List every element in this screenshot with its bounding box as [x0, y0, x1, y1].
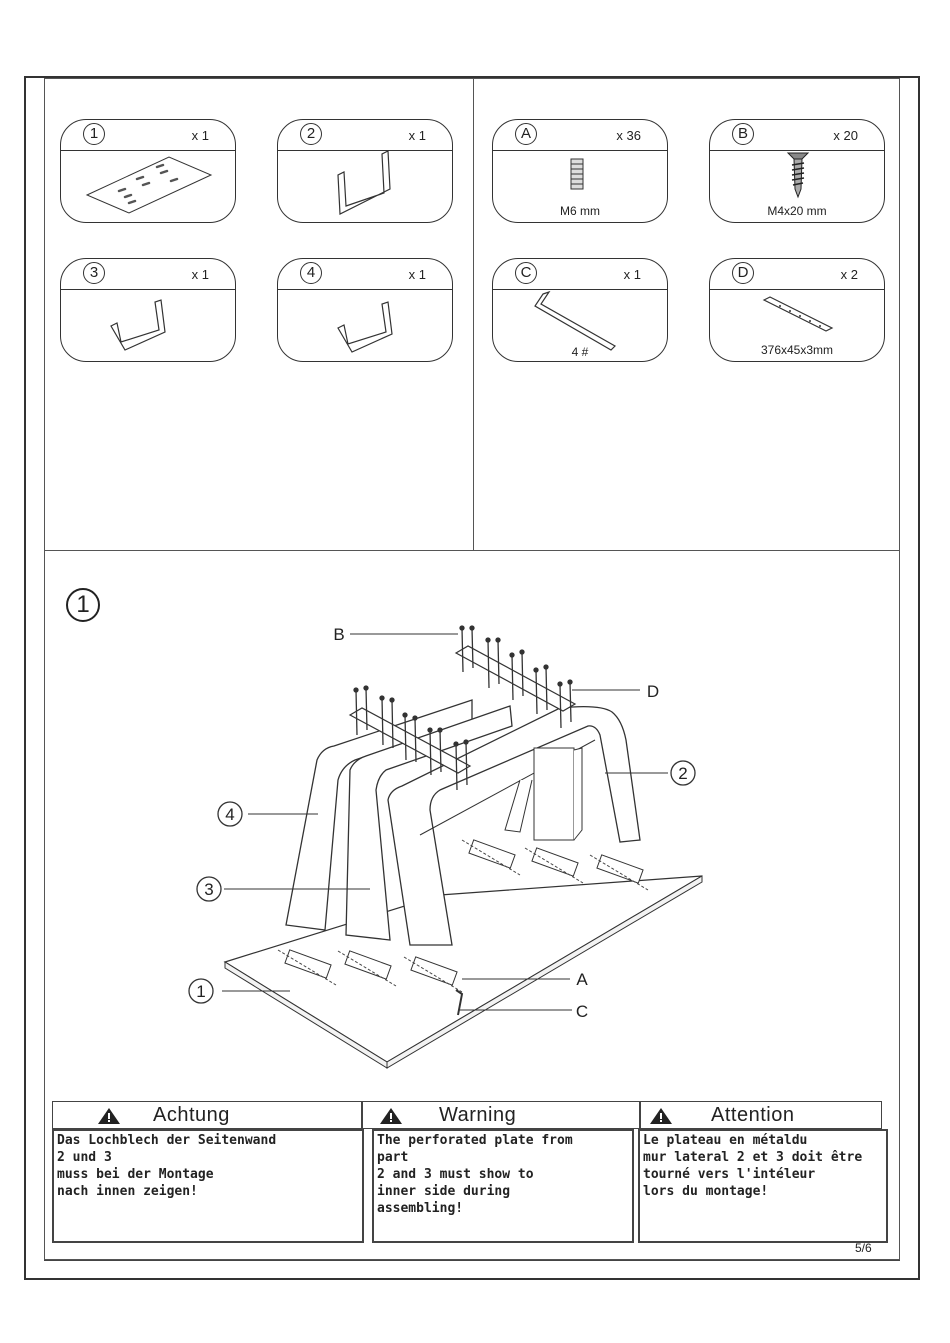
middle-frame-icon: [110, 299, 166, 351]
callout-part-1-circle: [188, 978, 214, 1004]
hardware-spec: 4 #: [571, 345, 589, 359]
callout-label-b: B: [333, 625, 344, 644]
hardware-letter-badge: C: [515, 262, 537, 284]
base-panel-icon: [85, 156, 213, 214]
warning-text-en: The perforated plate from part 2 and 3 m…: [372, 1129, 634, 1243]
part-card-2: 2 x 1: [277, 119, 453, 223]
callout-label-part-4: 4: [225, 805, 234, 824]
hardware-letter-badge: D: [732, 262, 754, 284]
page-outer-frame: [24, 76, 920, 1280]
part-card-1: 1 x 1: [60, 119, 236, 223]
warning-icon: [650, 1108, 672, 1124]
insert-nut-icon: [570, 158, 584, 190]
warning-text-fr: Le plateau en métaldu mur lateral 2 et 3…: [638, 1129, 888, 1243]
warning-header-fr: Attention: [640, 1101, 882, 1129]
hardware-card-c: C x 1 4 #: [492, 258, 668, 362]
perforated-plate-icon: [762, 296, 834, 332]
part-card-4: 4 x 1: [277, 258, 453, 362]
hardware-spec: M6 mm: [560, 204, 600, 218]
page-number: 5/6: [855, 1241, 872, 1255]
callout-label-c: C: [576, 1002, 588, 1021]
callout-label-part-2: 2: [678, 764, 687, 783]
hardware-card-a: A x 36 M6 mm: [492, 119, 668, 223]
hardware-quantity: x 1: [623, 267, 641, 282]
hardware-card-b: B x 20 M4x20 mm: [709, 119, 885, 223]
hardware-spec: 376x45x3mm: [760, 343, 834, 357]
warning-icon: [98, 1108, 120, 1124]
warning-title-fr: Attention: [711, 1104, 795, 1126]
callout-label-part-1: 1: [196, 982, 205, 1001]
warning-icon: [380, 1108, 402, 1124]
warning-title-en: Warning: [439, 1104, 517, 1126]
page-inner-frame: [44, 78, 900, 1260]
hardware-letter-badge: B: [732, 123, 754, 145]
callout-label-part-3: 3: [204, 880, 213, 899]
screw-icon: [786, 152, 810, 199]
callout-label-d: D: [647, 682, 659, 701]
callout-part-2-circle: [670, 760, 696, 786]
hardware-letter-badge: A: [515, 123, 537, 145]
inventory-step-divider: [44, 550, 900, 551]
allen-key-icon: [534, 290, 616, 351]
part-quantity: x 1: [191, 267, 209, 282]
hardware-spec: M4x20 mm: [767, 204, 827, 218]
warning-title-de: Achtung: [153, 1104, 230, 1126]
parts-hardware-divider: [473, 78, 474, 550]
part-quantity: x 1: [191, 128, 209, 143]
step-number: 1: [66, 588, 100, 622]
hardware-quantity: x 2: [840, 267, 858, 282]
callout-label-a: A: [576, 970, 588, 989]
part-quantity: x 1: [408, 128, 426, 143]
callout-part-3-circle: [196, 876, 222, 902]
part-quantity: x 1: [408, 267, 426, 282]
end-frame-icon: [337, 301, 393, 353]
hardware-card-d: D x 2 376x45x3mm: [709, 258, 885, 362]
part-number-badge: 1: [83, 123, 105, 145]
side-frame-icon: [337, 151, 391, 215]
part-number-badge: 3: [83, 262, 105, 284]
footer-rule: [44, 1260, 900, 1261]
callout-part-4-circle: [217, 801, 243, 827]
warning-text-de: Das Lochblech der Seitenwand 2 und 3 mus…: [52, 1129, 364, 1243]
hardware-quantity: x 20: [833, 128, 858, 143]
warning-header-de: Achtung: [52, 1101, 362, 1129]
part-number-badge: 4: [300, 262, 322, 284]
part-card-3: 3 x 1: [60, 258, 236, 362]
part-number-badge: 2: [300, 123, 322, 145]
warning-header-en: Warning: [362, 1101, 640, 1129]
hardware-quantity: x 36: [616, 128, 641, 143]
